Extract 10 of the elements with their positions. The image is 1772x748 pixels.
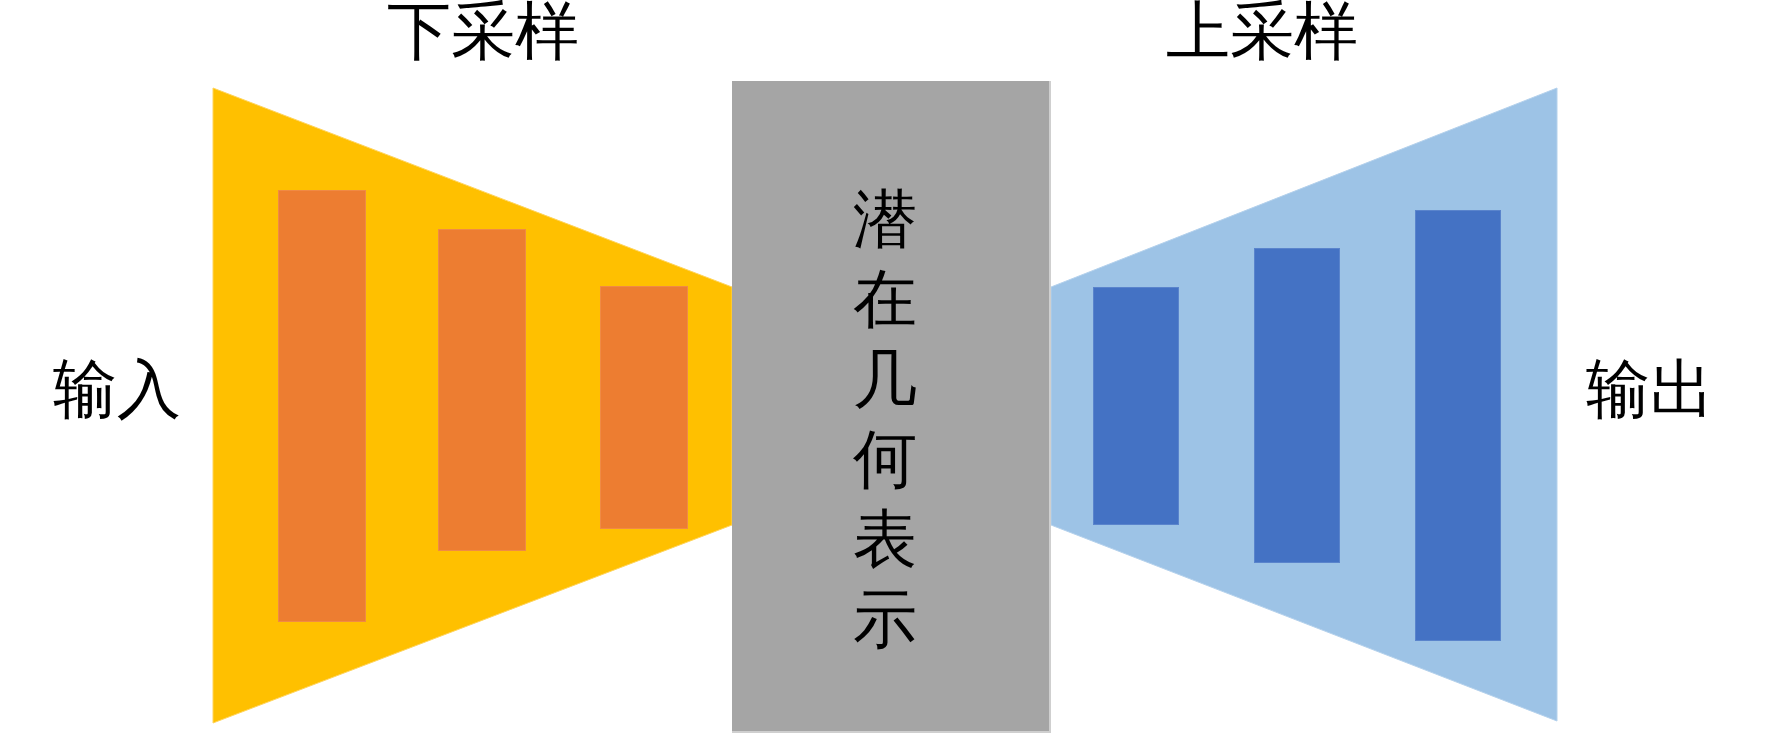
feature-bar <box>1415 210 1501 641</box>
feature-bar <box>1093 287 1179 525</box>
io-label: 输入 <box>53 358 181 422</box>
io-label: 输出 <box>1586 358 1714 422</box>
vertical-label: 潜在几何表示 <box>853 183 917 657</box>
latent-box <box>732 81 1051 733</box>
feature-bar <box>278 190 366 622</box>
feature-bar <box>438 229 526 551</box>
feature-bar <box>1254 248 1340 563</box>
feature-bar <box>600 286 688 529</box>
